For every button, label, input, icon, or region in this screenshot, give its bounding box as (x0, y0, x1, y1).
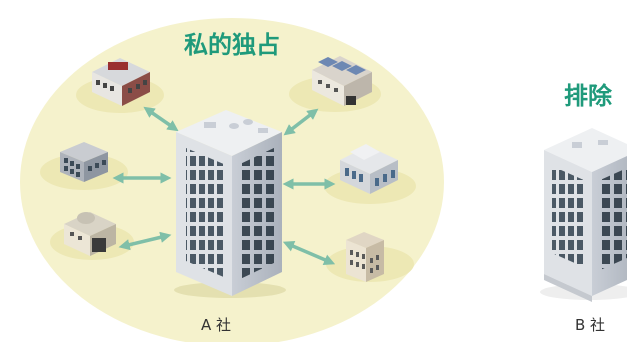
solar-factory-icon (289, 56, 381, 112)
company-b-tower-icon (540, 128, 627, 302)
small-office-icon (40, 142, 128, 190)
arrow-brick-office (143, 106, 179, 132)
side-title: 排除 (564, 82, 613, 110)
brick-office-icon (76, 58, 164, 113)
apartment-icon (326, 232, 414, 282)
arrow-solar-factory (283, 108, 319, 136)
double-arrow-icon (112, 106, 336, 265)
company-b-label: B 社 (575, 316, 605, 334)
company-a-label: A 社 (201, 316, 231, 334)
modern-office-icon (324, 144, 416, 204)
company-a-tower-icon (174, 110, 286, 298)
domed-warehouse-icon (50, 212, 134, 260)
arrow-domed-warehouse (118, 231, 172, 251)
main-title: 私的独占 (184, 31, 280, 59)
arrow-apartment (282, 241, 336, 265)
